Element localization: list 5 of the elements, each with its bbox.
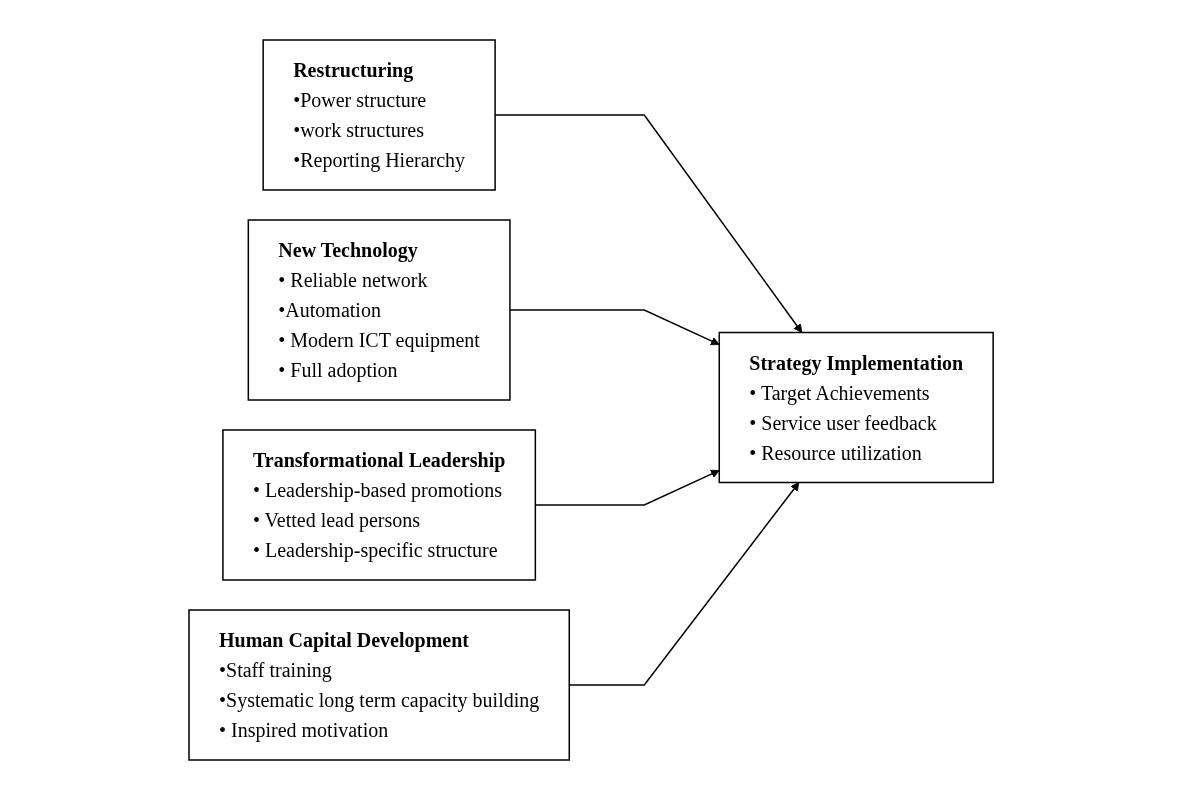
node-box: Transformational Leadership • Leadership-based promotions • Vetted lead persons • Leadership-specific structure xyxy=(222,428,537,581)
node-box: New Technology • Reliable network •Automation • Modern ICT equipment • Full adoption xyxy=(248,218,512,401)
node-box: Restructuring •Power structure •work structures •Reporting Hierarchy xyxy=(262,38,497,191)
node-box: Human Capital Development •Staff training •Systematic long term capacity building • Inspired motivation xyxy=(188,608,571,761)
node-box: Strategy Implementation • Target Achievements • Service user feedback • Resource utilization xyxy=(718,331,995,483)
